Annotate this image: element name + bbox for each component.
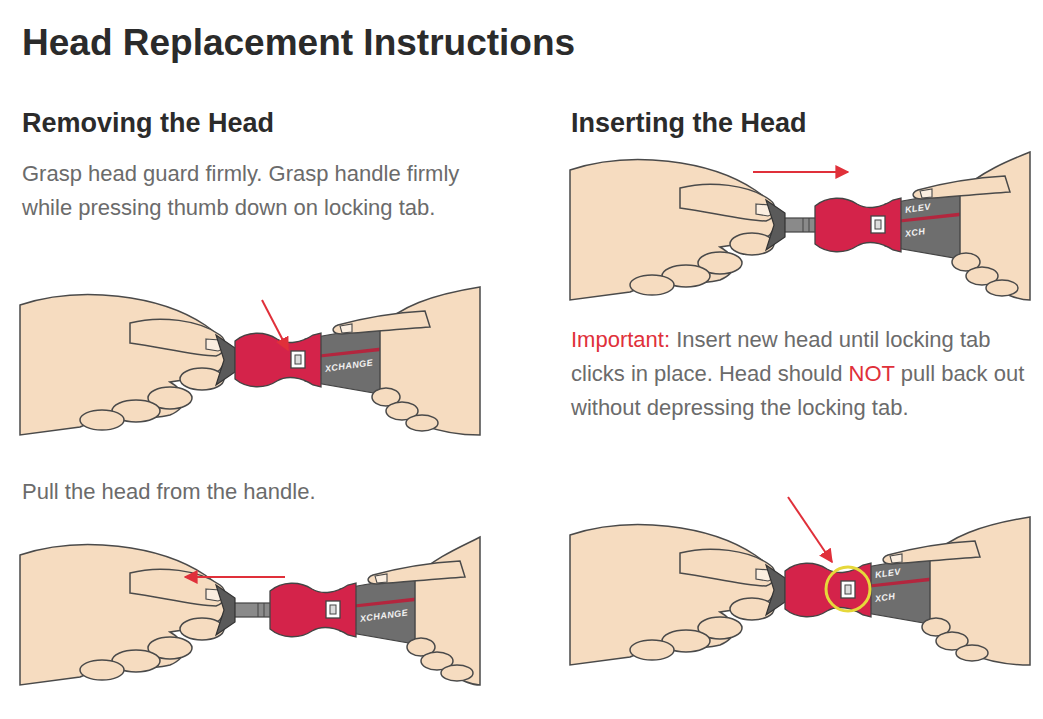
section-heading: Removing the Head bbox=[22, 108, 492, 139]
direction-arrow bbox=[262, 300, 288, 350]
direction-arrow bbox=[753, 171, 848, 173]
important-note: Important: Insert new head until locking… bbox=[571, 323, 1031, 425]
emphasis-text: Important: bbox=[571, 327, 670, 352]
hand-illustration bbox=[20, 287, 480, 435]
highlight-circle bbox=[826, 567, 870, 611]
page-title: Head Replacement Instructions bbox=[22, 22, 575, 64]
instruction-text: Grasp head guard firmly. Grasp handle fi… bbox=[22, 157, 467, 225]
emphasis-text: NOT bbox=[849, 361, 895, 386]
hand-illustration bbox=[570, 152, 1030, 300]
hand-illustration bbox=[20, 537, 480, 685]
section-heading: Inserting the Head bbox=[571, 108, 1031, 139]
instruction-text: Pull the head from the handle. bbox=[22, 475, 492, 509]
direction-arrow bbox=[185, 576, 285, 578]
hand-illustration bbox=[570, 517, 1030, 665]
direction-arrow bbox=[788, 497, 832, 562]
